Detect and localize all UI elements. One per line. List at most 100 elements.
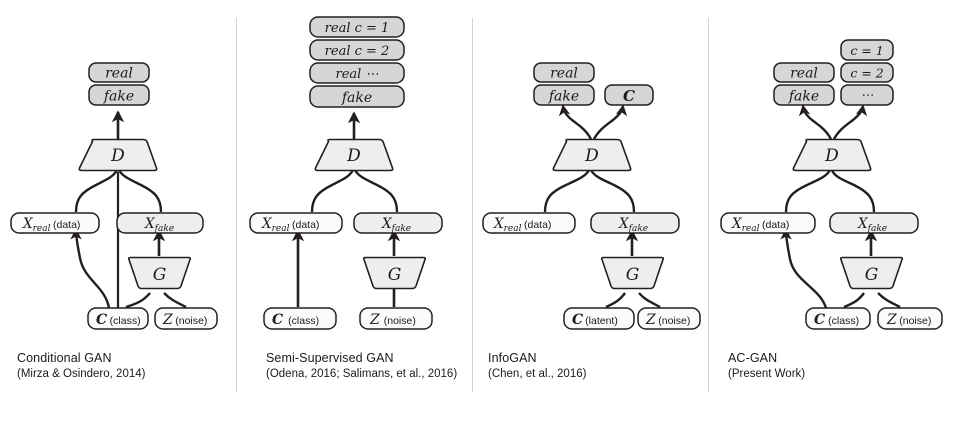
x-real-label: Xreal(data) (22, 216, 80, 234)
edge-c-to-g (605, 292, 626, 309)
output-box-real (88, 62, 150, 83)
x-fake-label: Xfake (618, 216, 648, 234)
output-label-fake: fake (103, 89, 134, 105)
node-c (805, 307, 871, 330)
caption-title: AC-GAN (728, 351, 778, 365)
edge-c-to-g (843, 292, 865, 309)
edge-d-to-c-output (592, 104, 628, 140)
output-box-real-ellipsis (309, 62, 405, 84)
node-discriminator (792, 138, 872, 172)
caption-title: Semi-Supervised GAN (266, 351, 394, 365)
z-label: Z(noise) (369, 312, 416, 328)
node-x-real (10, 212, 100, 234)
output-box-fake (88, 84, 150, 106)
caption-title: Conditional GAN (17, 351, 112, 365)
output-box-c2 (840, 62, 894, 83)
z-label: Z(noise) (886, 312, 931, 328)
node-z (637, 307, 701, 330)
generator-label: G (865, 265, 879, 285)
node-c (263, 307, 337, 330)
edge-xreal-to-d (74, 169, 119, 213)
output-box-fake (309, 85, 405, 108)
discriminator-label: D (346, 146, 361, 166)
output-label-real-c1: real c = 1 (325, 21, 390, 36)
node-discriminator (78, 138, 158, 172)
node-c (563, 307, 635, 330)
output-label-c-ellipsis: ⋯ (861, 87, 874, 102)
edge-d-to-realfake (798, 104, 833, 140)
node-generator (600, 256, 665, 290)
output-label-real: real (550, 66, 578, 82)
node-x-real (249, 212, 343, 234)
edge-d-to-class-output (832, 104, 868, 140)
edge-xreal-to-d (543, 169, 591, 213)
output-label-c: C (623, 87, 635, 105)
panel-semi-supervised-gan: real c = 1 real c = 2 real ⋯ fake D Xrea… (236, 0, 472, 421)
edge-xreal-to-d (310, 169, 355, 213)
discriminator-label: D (110, 146, 125, 166)
node-x-fake (116, 212, 204, 234)
caption-subtitle: (Chen, et al., 2016) (488, 368, 587, 380)
c-label: C(class) (96, 312, 141, 328)
panel-infogan: real fake C D Xreal(data) Xfake G (472, 0, 708, 421)
output-box-fake (773, 84, 835, 106)
diagram-infogan: real fake C D Xreal(data) Xfake G (482, 62, 701, 330)
diagram-ac-gan: real fake c = 1 c = 2 ⋯ D Xreal(data) (720, 39, 943, 330)
x-real-label: Xreal(data) (261, 216, 319, 234)
edge-xfake-to-d (830, 169, 876, 213)
c-label: C(latent) (572, 312, 618, 328)
output-label-c2: c = 2 (850, 66, 883, 81)
node-c (87, 307, 149, 330)
edge-c-to-xreal (70, 228, 111, 309)
edge-z-to-g (163, 292, 187, 309)
node-x-fake (353, 212, 443, 234)
discriminator-label: D (584, 146, 599, 166)
panel-divider-3 (708, 18, 709, 392)
output-box-real-c1 (309, 16, 405, 38)
x-real-label: Xreal(data) (731, 216, 789, 234)
node-discriminator (314, 138, 394, 172)
panel-divider-2 (472, 18, 473, 392)
edge-xfake-to-d (117, 169, 163, 213)
edge-xfake-to-d (589, 169, 636, 213)
node-generator (127, 256, 192, 290)
output-label-real-c2: real c = 2 (325, 44, 390, 59)
generator-label: G (153, 265, 167, 285)
caption-subtitle: (Present Work) (728, 368, 806, 380)
node-discriminator (552, 138, 632, 172)
output-box-c1 (840, 39, 894, 61)
generator-label: G (388, 265, 402, 285)
caption-subtitle: (Mirza & Osindero, 2014) (17, 368, 146, 380)
output-box-real (533, 62, 595, 83)
edge-c-to-xreal (780, 228, 828, 309)
node-generator (362, 256, 427, 290)
x-fake-label: Xfake (381, 216, 411, 234)
output-label-fake: fake (341, 90, 372, 106)
output-label-real-ellipsis: real ⋯ (336, 67, 379, 82)
z-label: Z(noise) (645, 312, 690, 328)
node-x-real (720, 212, 816, 234)
output-label-c1: c = 1 (850, 43, 883, 58)
output-box-real (773, 62, 835, 83)
node-z (877, 307, 943, 330)
edge-z-to-g (638, 292, 661, 309)
output-box-real-c2 (309, 39, 405, 61)
node-x-fake (590, 212, 680, 234)
node-generator (839, 256, 904, 290)
caption-semi-supervised-gan: Semi-Supervised GAN (Odena, 2016; Salima… (266, 351, 457, 380)
caption-title: InfoGAN (488, 351, 537, 365)
panel-ac-gan: real fake c = 1 c = 2 ⋯ D Xreal(data) (708, 0, 961, 421)
edge-xfake-to-d (353, 169, 399, 213)
discriminator-label: D (824, 146, 839, 166)
z-label: Z(noise) (162, 312, 207, 328)
caption-subtitle: (Odena, 2016; Salimans, et al., 2016) (266, 368, 458, 380)
x-fake-label: Xfake (144, 216, 174, 234)
diagram-semi-supervised-gan: real c = 1 real c = 2 real ⋯ fake D Xrea… (249, 16, 443, 330)
output-box-fake (533, 84, 595, 106)
output-label-fake: fake (788, 89, 819, 105)
c-label: C(class) (272, 312, 319, 328)
output-label-fake: fake (548, 89, 579, 105)
diagram-conditional-gan: real fake D Xreal(data) Xfake G C( (10, 62, 218, 330)
edge-z-to-g (877, 292, 901, 309)
